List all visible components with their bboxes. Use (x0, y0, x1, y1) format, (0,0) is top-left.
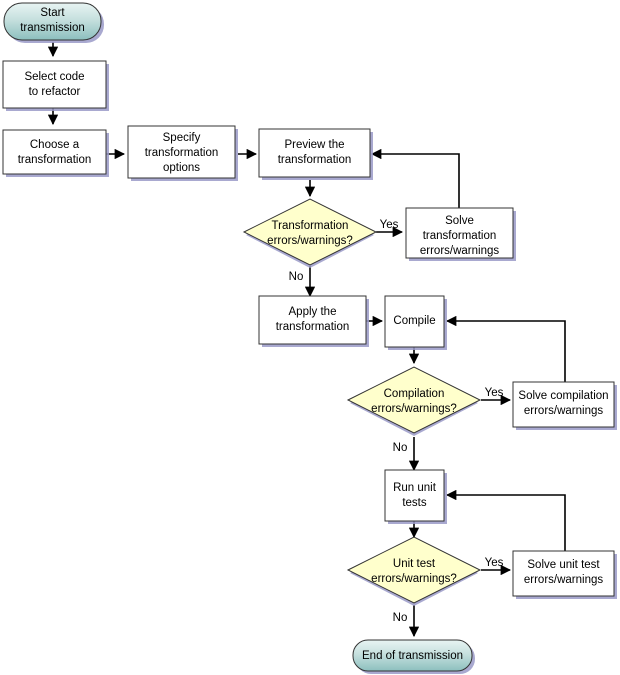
node-run-unit-tests-label-line1: Run unit (393, 482, 437, 494)
node-preview-transformation-label-line2: transformation (278, 154, 352, 166)
edge-label-transform-yes: Yes (380, 219, 399, 231)
connector-layer (47, 42, 566, 638)
node-end[interactable]: End of transmission (352, 639, 475, 674)
node-choose-transformation-label-line1: Choose a (30, 139, 80, 151)
node-end-label: End of transmission (362, 650, 463, 662)
node-solve-transformation-errors[interactable]: Solve transformation errors/warnings (405, 207, 516, 261)
node-transformation-errors-label-line2: errors/warnings? (267, 235, 353, 247)
node-solve-unit-test-errors[interactable]: Solve unit test errors/warnings (512, 550, 617, 599)
node-run-unit-tests-label-line2: tests (402, 497, 427, 509)
node-run-unit-tests-body (384, 469, 445, 522)
node-solve-compilation-errors-body (512, 381, 615, 428)
node-compilation-errors-label-line1: Compilation (384, 388, 445, 400)
edge-label-transform-no: No (289, 271, 304, 283)
node-solve-unit-test-errors-label-line2: errors/warnings (524, 574, 603, 586)
edge-solve-tests-to-run-tests (445, 489, 566, 551)
node-solve-compilation-errors-label-line1: Solve compilation (518, 390, 608, 402)
node-unit-test-errors-body (346, 536, 482, 604)
node-run-unit-tests[interactable]: Run unit tests (384, 469, 447, 524)
node-solve-transformation-errors-label-line1: Solve (445, 215, 474, 227)
node-solve-unit-test-errors-body (512, 550, 615, 597)
node-solve-transformation-errors-body (405, 207, 514, 259)
node-specify-options[interactable]: Specify transformation options (127, 125, 238, 181)
node-preview-transformation-label-line1: Preview the (284, 139, 344, 151)
node-start-label-line2: transmission (20, 22, 85, 34)
edge-solve-transform-to-preview (370, 148, 460, 208)
node-compilation-errors-label-line2: errors/warnings? (371, 403, 457, 415)
edge-label-compile-no: No (393, 442, 408, 454)
node-transformation-errors-label-line1: Transformation (272, 220, 349, 232)
node-specify-options-label-line1: Specify (163, 132, 201, 144)
node-transformation-errors-decision[interactable]: Transformation errors/warnings? (242, 198, 378, 268)
node-start-label-line1: Start (40, 7, 65, 19)
edge-solve-compile-to-compile (445, 315, 566, 382)
node-solve-compilation-errors-label-line2: errors/warnings (524, 405, 603, 417)
node-specify-options-body (127, 125, 236, 179)
node-select-code-label-line2: to refactor (29, 86, 81, 98)
edge-label-compile-yes: Yes (485, 387, 504, 399)
node-choose-transformation-body (2, 129, 107, 175)
node-specify-options-label-line3: options (163, 162, 200, 174)
node-unit-test-errors-decision[interactable]: Unit test errors/warnings? (346, 536, 482, 606)
node-unit-test-errors-label-line2: errors/warnings? (371, 573, 457, 585)
node-choose-transformation-label-line2: transformation (18, 154, 92, 166)
node-solve-transformation-errors-label-line3: errors/warnings (420, 245, 499, 257)
node-specify-options-label-line2: transformation (145, 147, 219, 159)
edge-label-test-yes: Yes (485, 557, 504, 569)
node-compile[interactable]: Compile (384, 295, 447, 350)
node-choose-transformation[interactable]: Choose a transformation (2, 129, 109, 177)
node-solve-compilation-errors[interactable]: Solve compilation errors/warnings (512, 381, 617, 430)
node-preview-transformation-body (258, 128, 371, 178)
node-apply-transformation[interactable]: Apply the transformation (258, 295, 369, 347)
node-apply-transformation-label-line1: Apply the (289, 306, 337, 318)
node-select-code-body (2, 60, 107, 109)
node-solve-transformation-errors-label-line2: transformation (423, 230, 497, 242)
node-start[interactable]: Start transmission (3, 2, 104, 43)
node-compilation-errors-decision[interactable]: Compilation errors/warnings? (346, 366, 482, 436)
edge-label-layer: Yes No Yes No Yes No (289, 219, 504, 624)
node-transformation-errors-body (242, 198, 378, 266)
node-solve-unit-test-errors-label-line1: Solve unit test (527, 559, 600, 571)
edge-label-test-no: No (393, 612, 408, 624)
node-compilation-errors-body (346, 366, 482, 434)
node-preview-transformation[interactable]: Preview the transformation (258, 128, 373, 180)
node-compile-body (384, 295, 445, 348)
node-unit-test-errors-label-line1: Unit test (393, 558, 436, 570)
node-compile-label: Compile (393, 315, 435, 327)
node-select-code[interactable]: Select code to refactor (2, 60, 109, 111)
node-select-code-label-line1: Select code (24, 71, 84, 83)
node-start-body (3, 2, 102, 41)
node-end-body (352, 639, 473, 672)
node-apply-transformation-body (258, 295, 367, 345)
node-apply-transformation-label-line2: transformation (276, 321, 350, 333)
